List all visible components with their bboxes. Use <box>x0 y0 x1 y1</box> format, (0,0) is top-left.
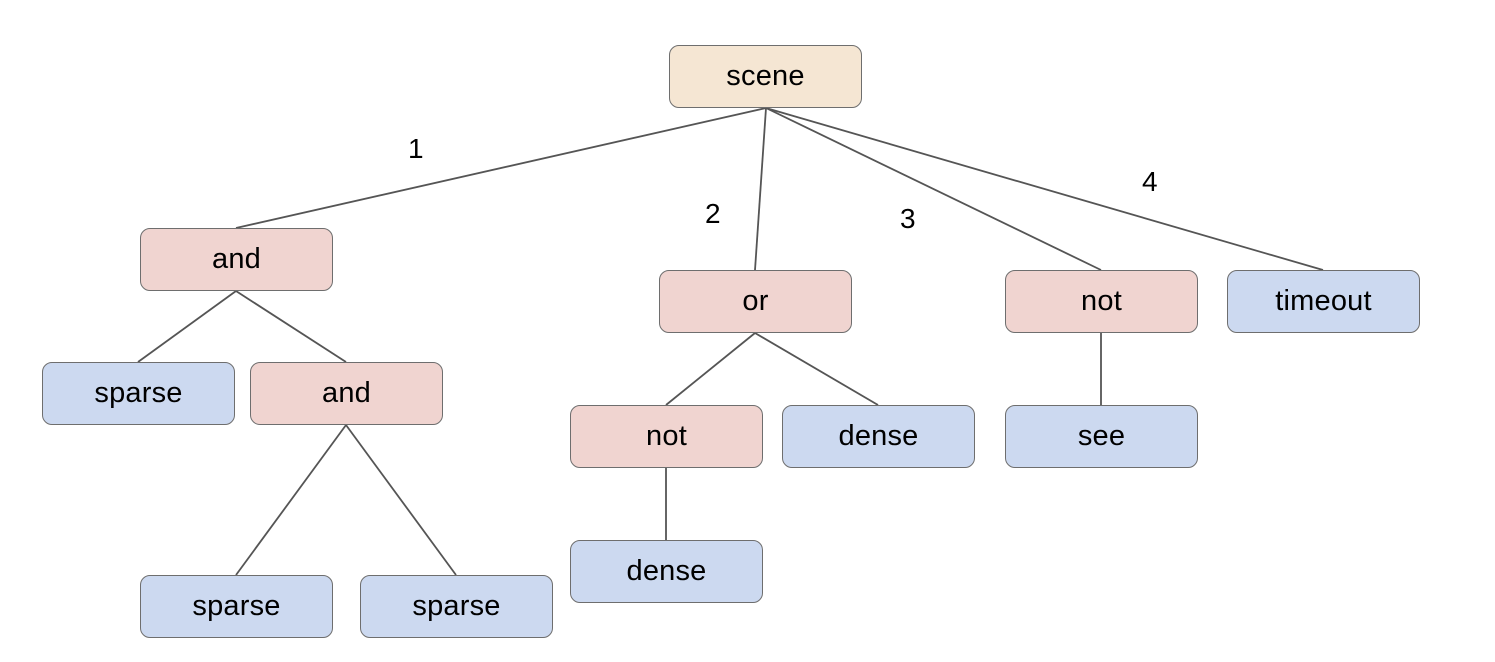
tree-node-and1[interactable]: and <box>140 228 333 291</box>
tree-edge <box>754 107 767 271</box>
tree-edge <box>235 107 767 229</box>
tree-node-label: sparse <box>412 590 501 622</box>
tree-node-label: not <box>646 420 687 452</box>
edge-label: 3 <box>900 203 916 234</box>
tree-node-label: dense <box>626 555 707 587</box>
tree-node-label: scene <box>726 60 805 92</box>
tree-node-dense1[interactable]: dense <box>782 405 975 468</box>
edge-label: 1 <box>408 133 424 164</box>
tree-node-label: or <box>742 285 769 317</box>
tree-node-sparse3[interactable]: sparse <box>360 575 553 638</box>
tree-edge <box>137 290 237 363</box>
tree-node-label: see <box>1077 420 1126 452</box>
tree-node-label: and <box>322 377 371 409</box>
tree-edge <box>765 107 1324 271</box>
edge-label: 4 <box>1142 166 1158 197</box>
tree-node-not1[interactable]: not <box>1005 270 1198 333</box>
edge-label: 2 <box>705 198 721 229</box>
tree-node-timeout1[interactable]: timeout <box>1227 270 1420 333</box>
tree-node-sparse1[interactable]: sparse <box>42 362 235 425</box>
tree-edge <box>235 424 347 576</box>
tree-node-label: timeout <box>1275 285 1372 317</box>
tree-edge <box>235 290 347 363</box>
tree-node-label: sparse <box>192 590 281 622</box>
tree-edge <box>765 107 1102 271</box>
tree-edge <box>754 332 879 406</box>
tree-node-label: and <box>212 243 261 275</box>
tree-node-label: not <box>1081 285 1122 317</box>
tree-node-or1[interactable]: or <box>659 270 852 333</box>
tree-node-label: sparse <box>94 377 183 409</box>
tree-node-not2[interactable]: not <box>570 405 763 468</box>
tree-edge <box>345 424 457 576</box>
tree-node-and2[interactable]: and <box>250 362 443 425</box>
tree-node-sparse2[interactable]: sparse <box>140 575 333 638</box>
tree-node-label: dense <box>838 420 919 452</box>
tree-edge <box>665 332 756 406</box>
tree-node-dense2[interactable]: dense <box>570 540 763 603</box>
tree-node-see1[interactable]: see <box>1005 405 1198 468</box>
tree-node-scene[interactable]: scene <box>669 45 862 108</box>
